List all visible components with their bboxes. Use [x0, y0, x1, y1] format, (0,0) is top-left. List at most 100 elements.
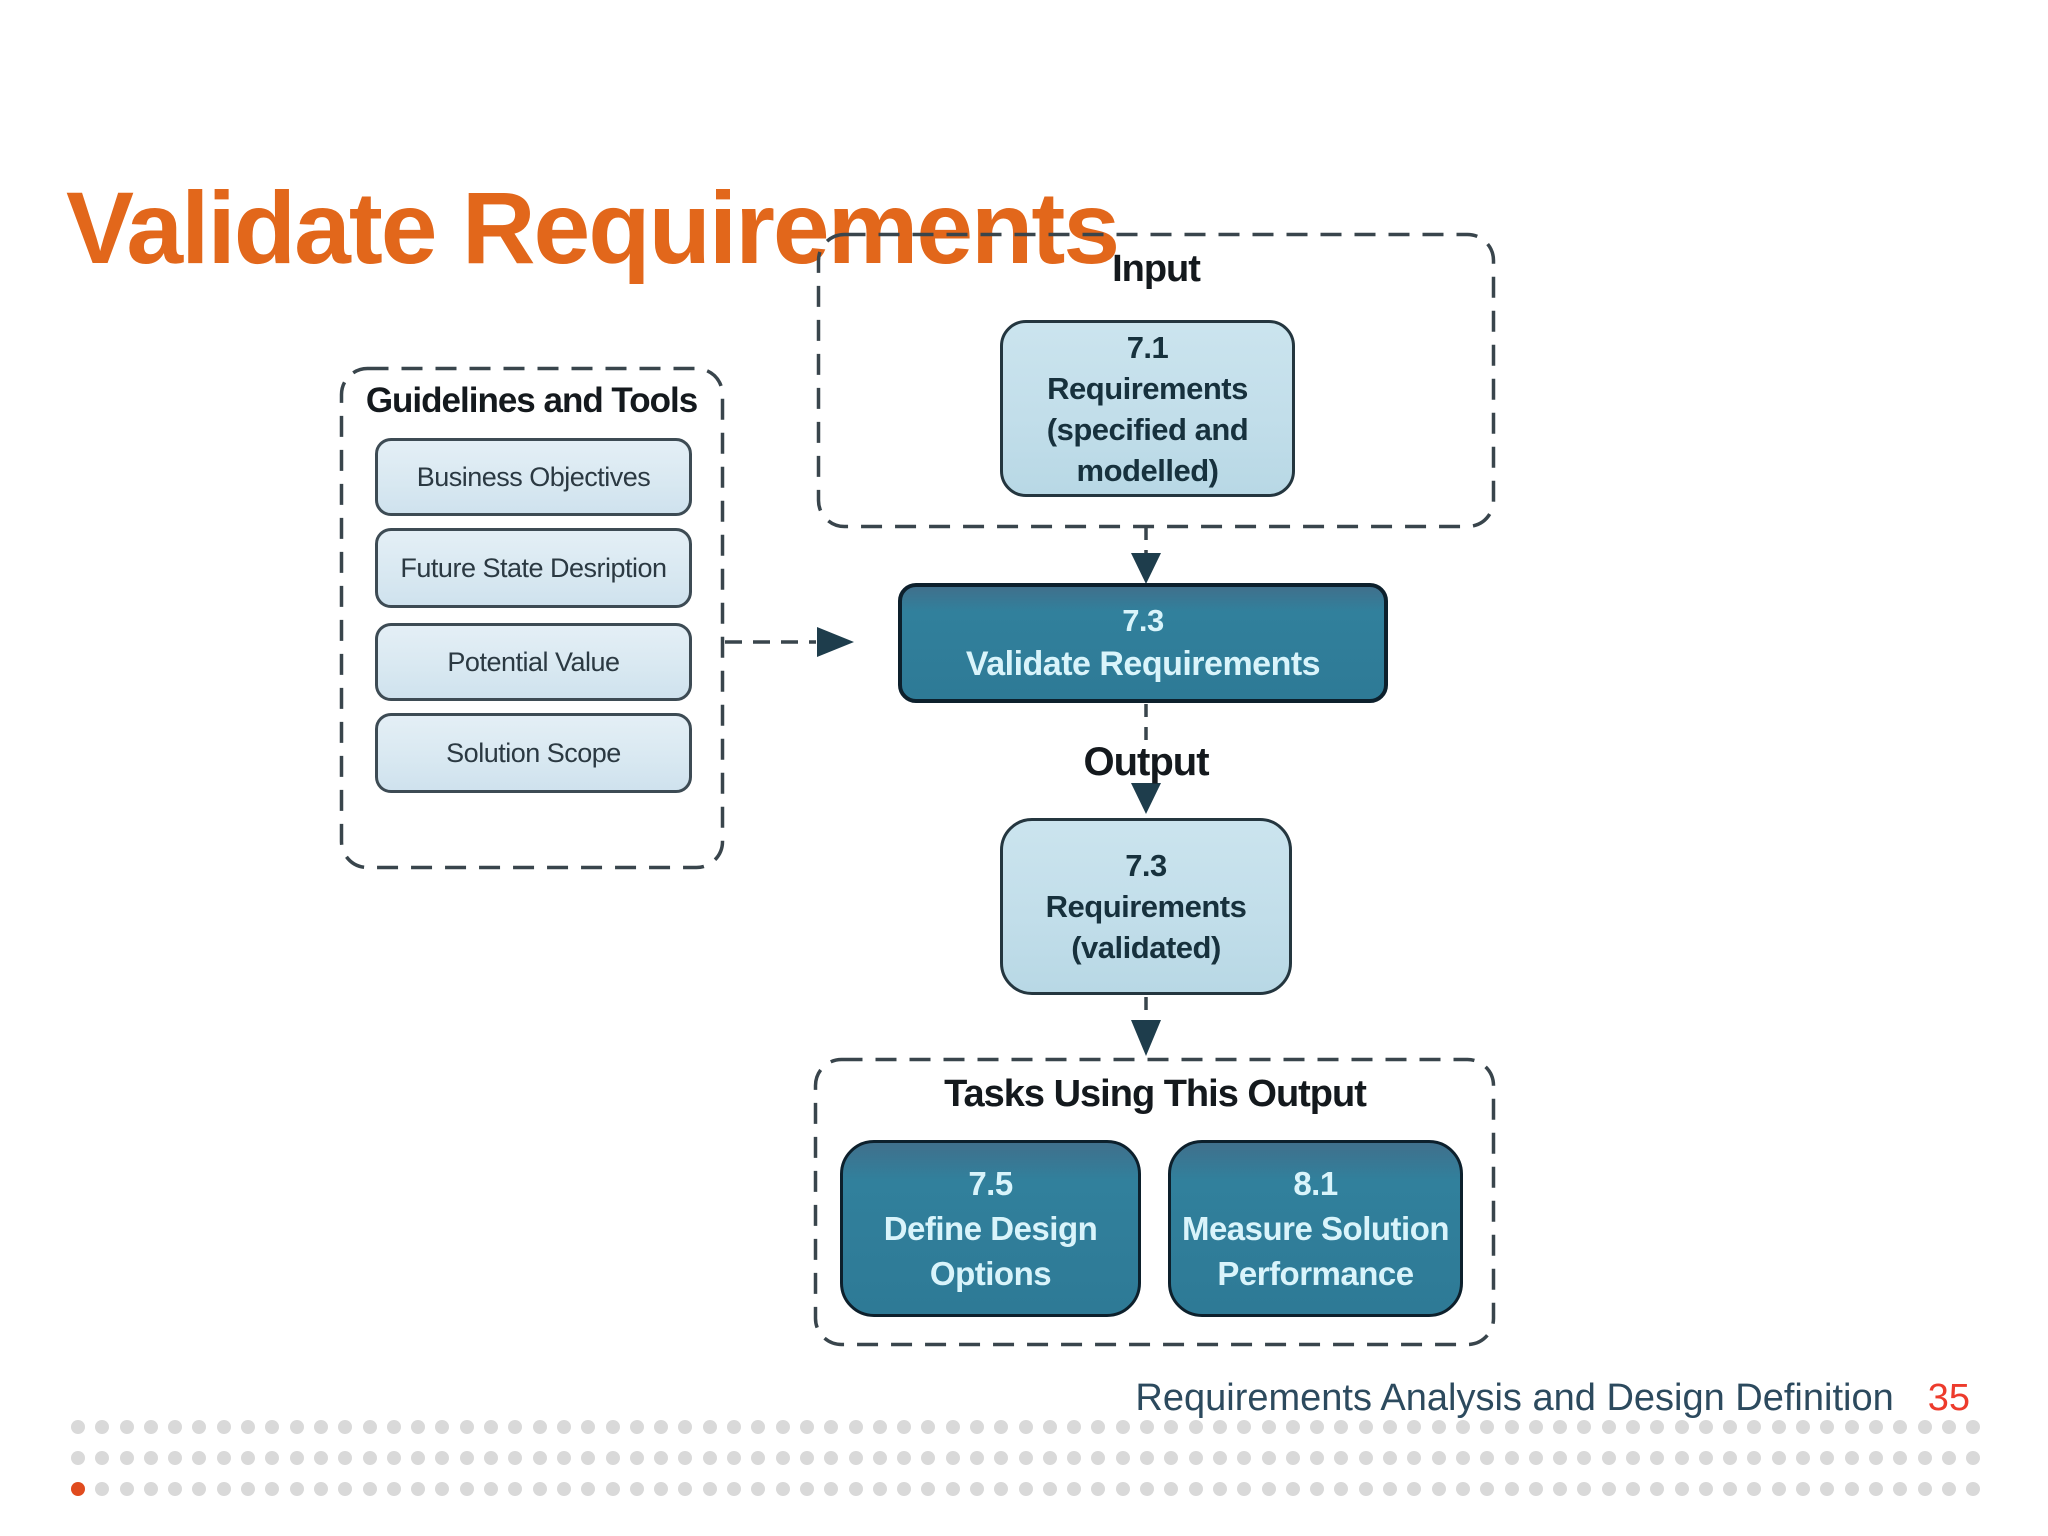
dot [313, 1451, 328, 1465]
dot [921, 1420, 936, 1434]
dot [799, 1420, 814, 1434]
dot [1285, 1482, 1300, 1496]
arrow-down-icon [1131, 1020, 1161, 1056]
dot [1480, 1451, 1495, 1465]
dot [945, 1482, 960, 1496]
dot-grid-decoration [71, 1420, 1981, 1513]
arrow-down-icon [1131, 553, 1161, 584]
dot [1261, 1451, 1276, 1465]
dot [1553, 1420, 1568, 1434]
dot [872, 1420, 887, 1434]
dot [969, 1420, 984, 1434]
dot [678, 1482, 693, 1496]
dot [1091, 1420, 1106, 1434]
dot [411, 1420, 426, 1434]
tasks-dashed-border [813, 1057, 1496, 1347]
dot [678, 1451, 693, 1465]
dot [338, 1482, 353, 1496]
dot [1650, 1451, 1665, 1465]
dot [1844, 1451, 1859, 1465]
dot [71, 1451, 85, 1465]
dot-row [71, 1451, 1981, 1465]
dot [1553, 1451, 1568, 1465]
dot [95, 1482, 110, 1496]
dot [654, 1482, 669, 1496]
dot [1188, 1482, 1203, 1496]
dot [581, 1482, 596, 1496]
node-7-3-validate-requirements: 7.3 Validate Requirements [898, 583, 1388, 703]
dot [265, 1420, 280, 1434]
dot [1893, 1420, 1908, 1434]
dot [945, 1451, 960, 1465]
dot [1140, 1451, 1155, 1465]
dot [95, 1420, 110, 1434]
dot [1237, 1482, 1252, 1496]
dot [192, 1482, 207, 1496]
dot [1480, 1420, 1495, 1434]
dot [1310, 1451, 1325, 1465]
output-label: Output [1083, 740, 1209, 784]
dot [1431, 1482, 1446, 1496]
footer: Requirements Analysis and Design Definit… [1135, 1377, 1970, 1420]
dot [459, 1451, 474, 1465]
dot [1796, 1451, 1811, 1465]
dot [1504, 1420, 1519, 1434]
node-line: 8.1 [1293, 1165, 1338, 1202]
dot [435, 1482, 450, 1496]
dot [192, 1420, 207, 1434]
dot [1504, 1482, 1519, 1496]
dot [1358, 1420, 1373, 1434]
dot [702, 1420, 717, 1434]
dot [1917, 1420, 1932, 1434]
page-title: Validate Requirements [66, 171, 1120, 286]
dot [629, 1451, 644, 1465]
node-line: Validate Requirements [965, 645, 1321, 683]
dot [824, 1420, 839, 1434]
dot [605, 1482, 620, 1496]
guidelines-group-label: Guidelines and Tools [365, 381, 698, 420]
dot [1868, 1420, 1883, 1434]
dot [556, 1420, 571, 1434]
dot [435, 1451, 450, 1465]
dot [1650, 1482, 1665, 1496]
dot-row [71, 1420, 1981, 1434]
dot [1626, 1482, 1640, 1496]
dot [1115, 1482, 1130, 1496]
footer-caption: Requirements Analysis and Design Definit… [1135, 1377, 1894, 1419]
dot [994, 1451, 1009, 1465]
dot [1771, 1482, 1786, 1496]
dot [1431, 1420, 1446, 1434]
dot [1140, 1420, 1155, 1434]
dot [1820, 1420, 1835, 1434]
tasks-using-group-label: Tasks Using This Output [944, 1073, 1367, 1115]
dot [702, 1451, 717, 1465]
dot [1966, 1451, 1981, 1465]
dot [581, 1420, 596, 1434]
dot [362, 1451, 377, 1465]
dot [241, 1482, 256, 1496]
dot [386, 1420, 401, 1434]
dot [241, 1420, 256, 1434]
dot [119, 1482, 134, 1496]
node-line: (specified and [1046, 411, 1249, 447]
dot [824, 1451, 839, 1465]
dot [775, 1420, 790, 1434]
dot [629, 1420, 644, 1434]
node-line: Options [929, 1255, 1052, 1292]
dot [1334, 1482, 1349, 1496]
dot [289, 1420, 304, 1434]
dot [1577, 1451, 1592, 1465]
dot [775, 1451, 790, 1465]
dot [1407, 1482, 1422, 1496]
dot [241, 1451, 256, 1465]
dot [897, 1420, 912, 1434]
dot [751, 1451, 766, 1465]
dot [945, 1420, 960, 1434]
dot [556, 1482, 571, 1496]
dot [1431, 1451, 1446, 1465]
dot [1796, 1482, 1811, 1496]
dot [168, 1482, 183, 1496]
dot [1723, 1451, 1738, 1465]
dot [1067, 1420, 1082, 1434]
